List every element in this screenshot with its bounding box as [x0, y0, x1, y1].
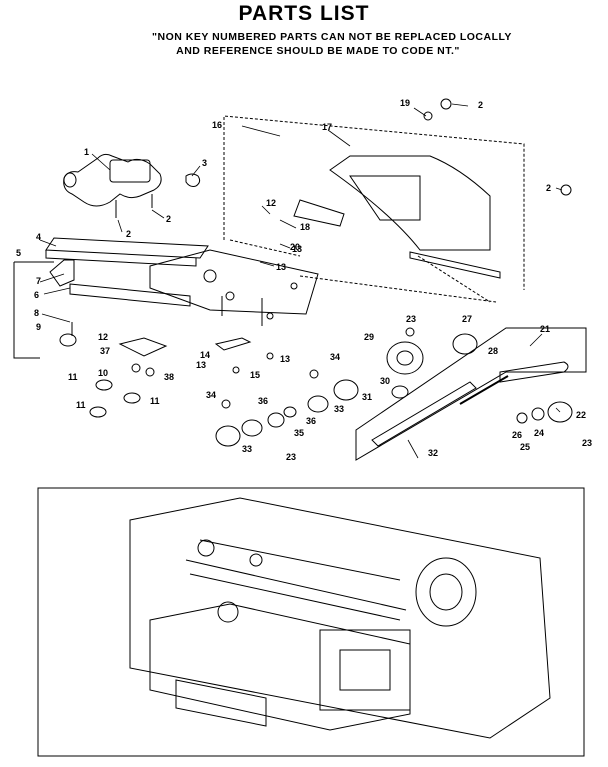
callout-1: 1: [84, 147, 89, 157]
callout-37: 37: [100, 346, 110, 356]
callout-18: 18: [300, 222, 310, 232]
callout-12a: 12: [98, 332, 108, 342]
callout-10: 10: [98, 368, 108, 378]
part-gear-33: [307, 395, 329, 413]
callout-32: 32: [428, 448, 438, 458]
part-foot-11b: [123, 392, 141, 404]
callout-8: 8: [34, 308, 39, 318]
part-bracket-14: [214, 337, 252, 351]
callout-13a: 13: [276, 262, 286, 272]
callout-29: 29: [364, 332, 374, 342]
callout-33a: 33: [334, 404, 344, 414]
callout-13d: 13: [196, 360, 206, 370]
callout-21: 21: [540, 324, 550, 334]
cover-outline-16: [223, 115, 525, 290]
part-bed-plate: [45, 237, 319, 326]
leader-lines: [39, 103, 563, 459]
assembled-machine-illustration: [129, 497, 551, 739]
callout-36a: 36: [258, 396, 268, 406]
part-gear-36: [241, 419, 263, 437]
callout-3: 3: [202, 158, 207, 168]
callout-2d: 2: [546, 183, 551, 193]
part-foot-11a: [95, 379, 113, 391]
callout-13c: 13: [280, 354, 290, 364]
diagram-linework: [13, 98, 587, 757]
part-shaft-21: [499, 361, 569, 383]
shaft-box-21: [355, 327, 587, 461]
part-collar-22: [547, 401, 573, 423]
callout-17: 17: [322, 122, 332, 132]
callout-28: 28: [488, 346, 498, 356]
callout-14: 14: [200, 350, 210, 360]
part-pulley-29: [386, 341, 424, 375]
callout-33b: 33: [242, 444, 252, 454]
part-gear-31: [333, 379, 359, 401]
callout-23b: 23: [286, 452, 296, 462]
page-title: PARTS LIST: [238, 2, 370, 25]
callout-26: 26: [512, 430, 522, 440]
part-cover-16: [329, 155, 491, 251]
callout-16: 16: [212, 120, 222, 130]
callout-19: 19: [400, 98, 410, 108]
callout-11c: 11: [76, 400, 86, 410]
part-gear-27: [452, 333, 478, 355]
callout-12b: 12: [266, 198, 276, 208]
part-lever-12: [118, 337, 168, 357]
callout-23a: 23: [582, 438, 592, 448]
bracket-5: [13, 261, 54, 359]
callout-22: 22: [576, 410, 586, 420]
part-gear-30: [391, 385, 409, 399]
callout-4: 4: [36, 232, 41, 242]
callout-5: 5: [16, 248, 21, 258]
callout-13b: 13: [292, 244, 302, 254]
part-motor-assembly: [63, 153, 162, 218]
part-foot-11c: [89, 406, 107, 418]
part-shaft-32: [371, 381, 477, 447]
part-foot-9: [59, 333, 77, 347]
callout-36b: 36: [306, 416, 316, 426]
callout-numbers: 1 2 2 2 2 3 4 5 6 7 8 9 10 11 11 11 12 1…: [16, 98, 592, 462]
part-gear-33b: [215, 425, 241, 447]
part-gear-35: [267, 412, 285, 428]
callout-25: 25: [520, 442, 530, 452]
callout-11b: 11: [150, 396, 160, 406]
callout-15: 15: [250, 370, 260, 380]
callout-9: 9: [36, 322, 41, 332]
callout-34b: 34: [206, 390, 216, 400]
callout-31: 31: [362, 392, 372, 402]
callout-35: 35: [294, 428, 304, 438]
callout-23c: 23: [406, 314, 416, 324]
callout-6: 6: [34, 290, 39, 300]
callout-30: 30: [380, 376, 390, 386]
callout-11a: 11: [68, 372, 78, 382]
callout-38: 38: [164, 372, 174, 382]
callout-34a: 34: [330, 352, 340, 362]
callout-7: 7: [36, 276, 41, 286]
note-line-1: "NON KEY NUMBERED PARTS CAN NOT BE REPLA…: [152, 31, 512, 43]
part-spring-3: [185, 173, 201, 187]
callout-2c: 2: [478, 100, 483, 110]
callout-27: 27: [462, 314, 472, 324]
callout-24: 24: [534, 428, 544, 438]
callout-2b: 2: [166, 214, 171, 224]
callout-2a: 2: [126, 229, 131, 239]
note-line-2: AND REFERENCE SHOULD BE MADE TO CODE NT.…: [176, 45, 460, 57]
assembly-view-frame: [37, 487, 585, 757]
callout-20: 20: [290, 242, 300, 252]
